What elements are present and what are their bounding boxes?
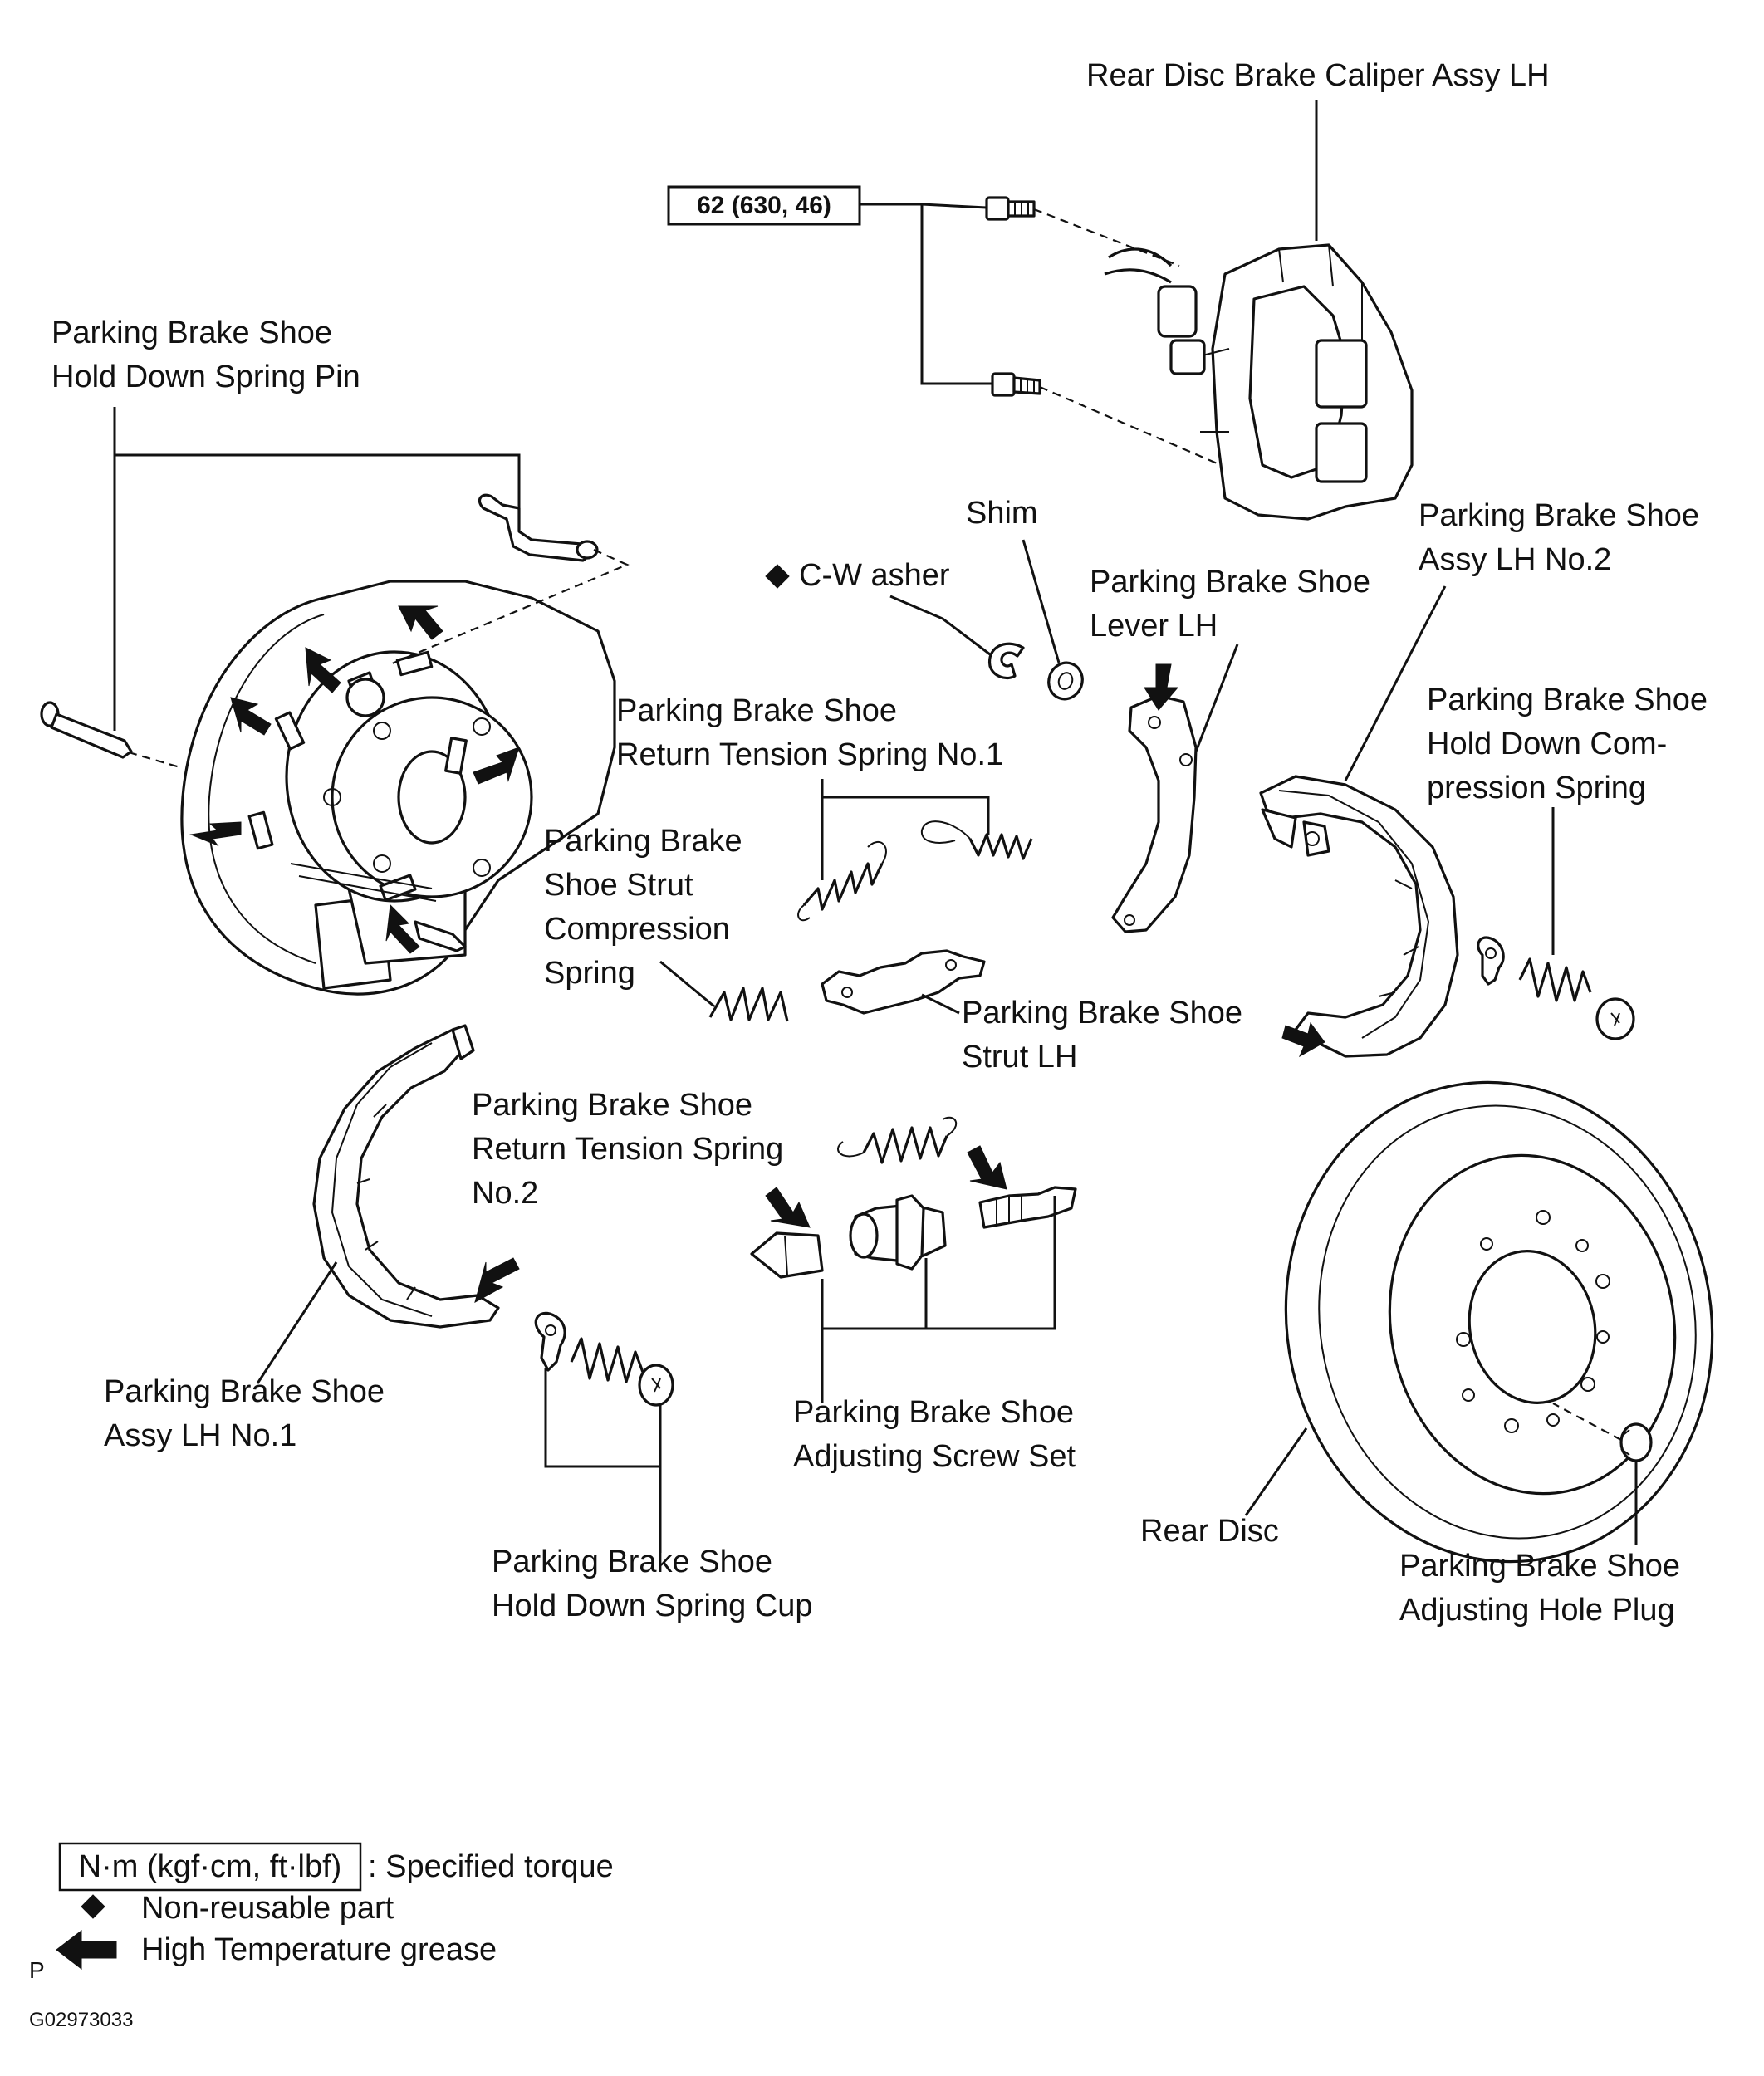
- nonreusable-icon: [81, 1894, 105, 1919]
- legend-torque-box: [58, 1842, 362, 1892]
- label-comp-spring-line3: pression Spring: [1427, 771, 1646, 805]
- nonreusable-marker-c-washer: [765, 564, 790, 589]
- legend-grease-text: High Temperature grease: [141, 1932, 497, 1967]
- return-tension-spring-no1-left: [797, 841, 887, 922]
- hold-down-washer-right: [1595, 997, 1635, 1040]
- label-strut-spring-line2: Shoe Strut: [544, 868, 693, 903]
- label-hole-plug-line2: Adjusting Hole Plug: [1399, 1593, 1675, 1628]
- hold-down-spring-pin-left: [40, 701, 133, 759]
- caliper-bolt-lower: [991, 372, 1041, 397]
- hold-down-spring-cup-right: [1477, 936, 1505, 986]
- c-washer: [987, 642, 1025, 680]
- label-lever-line2: Lever LH: [1090, 609, 1218, 644]
- label-strut-spring-line1: Parking Brake: [544, 824, 742, 859]
- label-strut-line1: Parking Brake Shoe: [962, 996, 1242, 1031]
- label-strut-spring-line4: Spring: [544, 956, 635, 991]
- grease-arrow-shoe-no1: [474, 1257, 520, 1303]
- caliper-assembly: [1104, 243, 1414, 521]
- label-hold-pin-line2: Hold Down Spring Pin: [51, 360, 360, 394]
- parking-brake-shoe-no2: [1259, 775, 1459, 1058]
- label-rear-disc: Rear Disc: [1140, 1514, 1279, 1549]
- label-adj-screw-line2: Adjusting Screw Set: [793, 1439, 1076, 1474]
- backing-plate: [180, 580, 616, 996]
- figure-code: G02973033: [29, 2009, 133, 2031]
- shoe-strut-compression-spring: [708, 987, 789, 1022]
- adjusting-screw-right-end: [978, 1186, 1077, 1229]
- label-shoe-no1-line2: Assy LH No.1: [104, 1418, 296, 1453]
- legend-torque-text: : Specified torque: [368, 1849, 614, 1884]
- torque-value-box: [667, 185, 861, 226]
- adjusting-screw-left-end: [750, 1231, 824, 1279]
- label-adj-screw-line1: Parking Brake Shoe: [793, 1395, 1074, 1430]
- label-ret-spring2-line1: Parking Brake Shoe: [472, 1088, 752, 1123]
- grease-arrow-screw-right: [967, 1145, 1007, 1190]
- legend-torque-box-text: N·m (kgf·cm, ft·lbf): [79, 1849, 342, 1884]
- label-spring-cup-line2: Hold Down Spring Cup: [492, 1589, 813, 1623]
- grease-arrow-2: [305, 647, 341, 693]
- grease-arrow-6: [385, 903, 420, 954]
- hold-down-spring-cup-left: [534, 1311, 566, 1372]
- label-ret-spring2-line2: Return Tension Spring: [472, 1132, 783, 1167]
- grease-arrow-1: [398, 605, 443, 640]
- hold-down-spring-pin-right: [478, 493, 599, 562]
- return-tension-spring-no2: [837, 1116, 958, 1164]
- label-shoe-no2-line2: Assy LH No.2: [1419, 542, 1611, 577]
- caliper-bolt-upper: [985, 196, 1036, 221]
- adjusting-screw-wheel: [849, 1194, 947, 1271]
- legend-nonreusable-text: Non-reusable part: [141, 1891, 394, 1926]
- grease-arrow-5: [473, 747, 520, 785]
- label-c-washer: C-W asher: [799, 558, 950, 593]
- label-spring-cup-line1: Parking Brake Shoe: [492, 1545, 772, 1579]
- parking-brake-shoe-no1: [312, 1024, 500, 1329]
- label-ret-spring1-line1: Parking Brake Shoe: [616, 693, 897, 728]
- label-comp-spring-line2: Hold Down Com-: [1427, 727, 1667, 761]
- label-lever-line1: Parking Brake Shoe: [1090, 565, 1370, 600]
- legend: N·m (kgf·cm, ft·lbf) : Specified torque …: [56, 1842, 614, 1971]
- label-ret-spring2-line3: No.2: [472, 1176, 538, 1211]
- grease-arrow-4: [189, 821, 242, 847]
- label-hold-pin-line1: Parking Brake Shoe: [51, 316, 332, 350]
- parking-brake-shoe-strut: [821, 949, 986, 1015]
- hold-down-compression-spring-right: [1518, 957, 1592, 1002]
- torque-value: 62 (630, 46): [697, 192, 831, 219]
- label-hole-plug-line1: Parking Brake Shoe: [1399, 1549, 1680, 1584]
- label-strut-spring-line3: Compression: [544, 912, 730, 947]
- label-shim: Shim: [966, 496, 1038, 531]
- return-tension-spring-no1-right: [920, 820, 1033, 860]
- label-comp-spring-line1: Parking Brake Shoe: [1427, 683, 1708, 717]
- rear-disc: [1284, 1080, 1714, 1564]
- parking-brake-shoe-lever: [1111, 694, 1198, 933]
- shim: [1047, 661, 1084, 701]
- label-shoe-no2-line1: Parking Brake Shoe: [1419, 498, 1699, 533]
- label-shoe-no1-line1: Parking Brake Shoe: [104, 1374, 385, 1409]
- adjusting-hole-plug: [1619, 1422, 1653, 1462]
- grease-arrow-screw-left: [765, 1187, 811, 1228]
- label-strut-line2: Strut LH: [962, 1040, 1077, 1075]
- corner-letter: P: [29, 1957, 45, 1983]
- hold-down-compression-spring-left: [570, 1337, 645, 1383]
- grease-arrow-icon: [56, 1929, 117, 1971]
- label-ret-spring1-line2: Return Tension Spring No.1: [616, 737, 1003, 772]
- label-caliper: Rear Disc Brake Caliper Assy LH: [1086, 58, 1550, 93]
- grease-arrow-3: [230, 697, 272, 736]
- grease-arrow-shoe-no2: [1281, 1021, 1325, 1058]
- grease-arrow-lever: [1144, 663, 1179, 711]
- hold-down-washer-left: [638, 1364, 674, 1407]
